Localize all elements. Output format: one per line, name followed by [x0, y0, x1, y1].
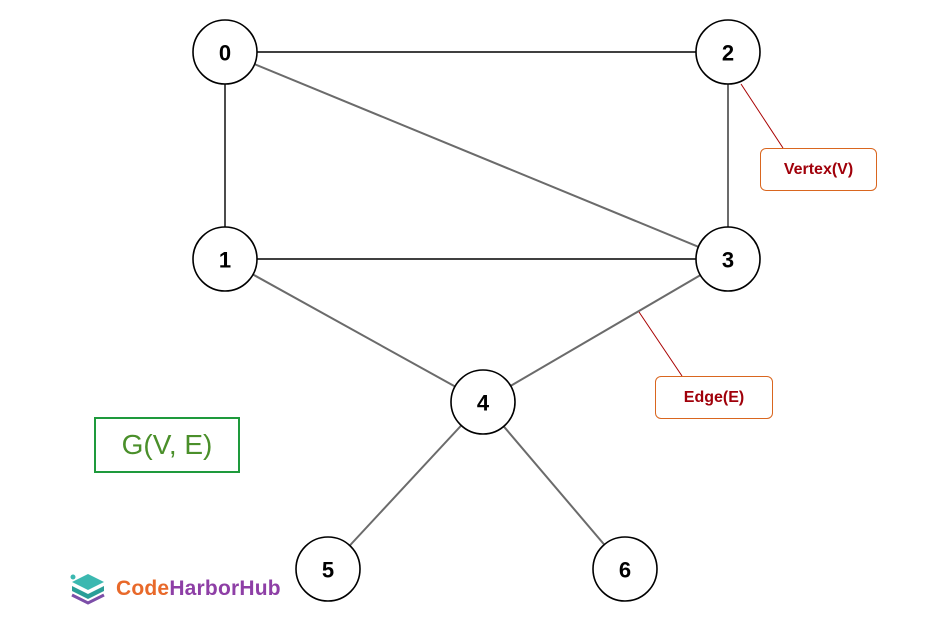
nodes-layer: 0 1 2 3 4 5 6	[192, 19, 761, 602]
vertex-label: 4	[477, 391, 490, 416]
vertex-label: 2	[722, 41, 734, 66]
edge-4-6	[482, 401, 626, 570]
graph-notation-box: G(V, E)	[94, 417, 240, 473]
vertex-1: 1	[192, 226, 258, 292]
edge-3-4	[482, 258, 729, 403]
vertex-callout-label: Vertex(V)	[783, 160, 854, 178]
logo-text: CodeHarborHub	[116, 577, 281, 601]
vertex-circle	[295, 536, 361, 602]
logo-icon	[70, 574, 105, 605]
vertex-circle	[192, 226, 258, 292]
edge-callout: Edge(E)	[655, 376, 773, 419]
vertex-0: 0	[192, 19, 258, 85]
vertex-label: 3	[722, 248, 734, 273]
vertex-6: 6	[592, 536, 658, 602]
vertex-label: 5	[322, 558, 334, 583]
edge-callout-label: Edge(E)	[683, 388, 745, 406]
vertex-circle	[592, 536, 658, 602]
edge-1-4	[224, 258, 484, 403]
vertex-label: 6	[619, 558, 631, 583]
logo: CodeHarborHub	[68, 572, 281, 606]
vertex-5: 5	[295, 536, 361, 602]
vertex-2: 2	[695, 19, 761, 85]
vertex-label: 1	[219, 248, 231, 273]
vertex-4: 4	[450, 369, 516, 435]
edge-4-5	[327, 401, 484, 570]
vertex-circle	[192, 19, 258, 85]
vertex-circle	[695, 19, 761, 85]
edges-layer	[224, 51, 729, 570]
edge-leader-line	[638, 311, 683, 377]
vertex-callout: Vertex(V)	[760, 148, 877, 191]
vertex-3: 3	[695, 226, 761, 292]
logo-text-code: Code	[116, 577, 170, 600]
graph-notation-text: G(V, E)	[121, 429, 213, 460]
edge-0-3	[224, 51, 729, 260]
vertex-circle	[450, 369, 516, 435]
vertex-leader-line	[740, 83, 784, 149]
vertex-circle	[695, 226, 761, 292]
vertex-label: 0	[219, 41, 231, 66]
logo-text-harborhub: HarborHub	[169, 577, 281, 600]
